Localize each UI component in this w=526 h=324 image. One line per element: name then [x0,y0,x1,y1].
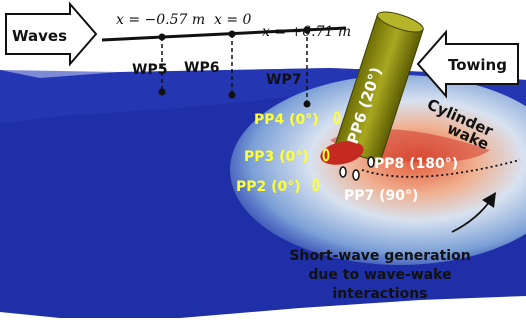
towing-arrow [416,29,519,99]
cylinder-top [376,11,424,33]
pp2-marker [312,178,320,192]
towing-label: Towing [448,56,507,74]
wp7-label: WP7 [266,72,301,88]
pp2-label: PP2 (0°) [236,179,301,195]
pp4-label: PP4 (0°) [254,112,319,128]
cylinder-base-red [320,141,364,165]
wp5-dot-bottom [158,88,166,96]
pp8-marker [367,156,375,168]
short-wave-line3: interactions [332,286,427,302]
pp-center-marker [339,166,347,178]
wp7-dot-bottom [303,100,311,108]
x-mid-label: x = 0 [214,12,252,28]
wp6-dot-top [228,30,236,38]
pp3-marker [322,148,330,162]
pp8-label: PP8 (180°) [374,156,458,172]
wp6-dot-bottom [228,91,236,99]
x-right-label: x = +0.71 m [262,24,351,40]
waves-label: Waves [12,27,67,45]
wake-field [230,75,526,265]
wp6-label: WP6 [184,60,219,76]
wake-centerline [361,159,521,178]
pp4-marker [333,111,341,125]
pp7-marker [352,169,360,181]
pp7-label: PP7 (90°) [344,188,418,204]
x-left-label: x = −0.57 m [116,12,205,28]
wp7-dot-top [303,26,311,34]
short-wave-arrow [451,192,496,233]
waves-arrow [5,1,98,67]
short-wave-line2: due to wave-wake [308,267,451,283]
wp5-label: WP5 [132,62,167,78]
pp3-label: PP3 (0°) [244,149,309,165]
short-wave-line1: Short-wave generation [289,248,470,264]
wp5-dot-top [158,33,166,41]
